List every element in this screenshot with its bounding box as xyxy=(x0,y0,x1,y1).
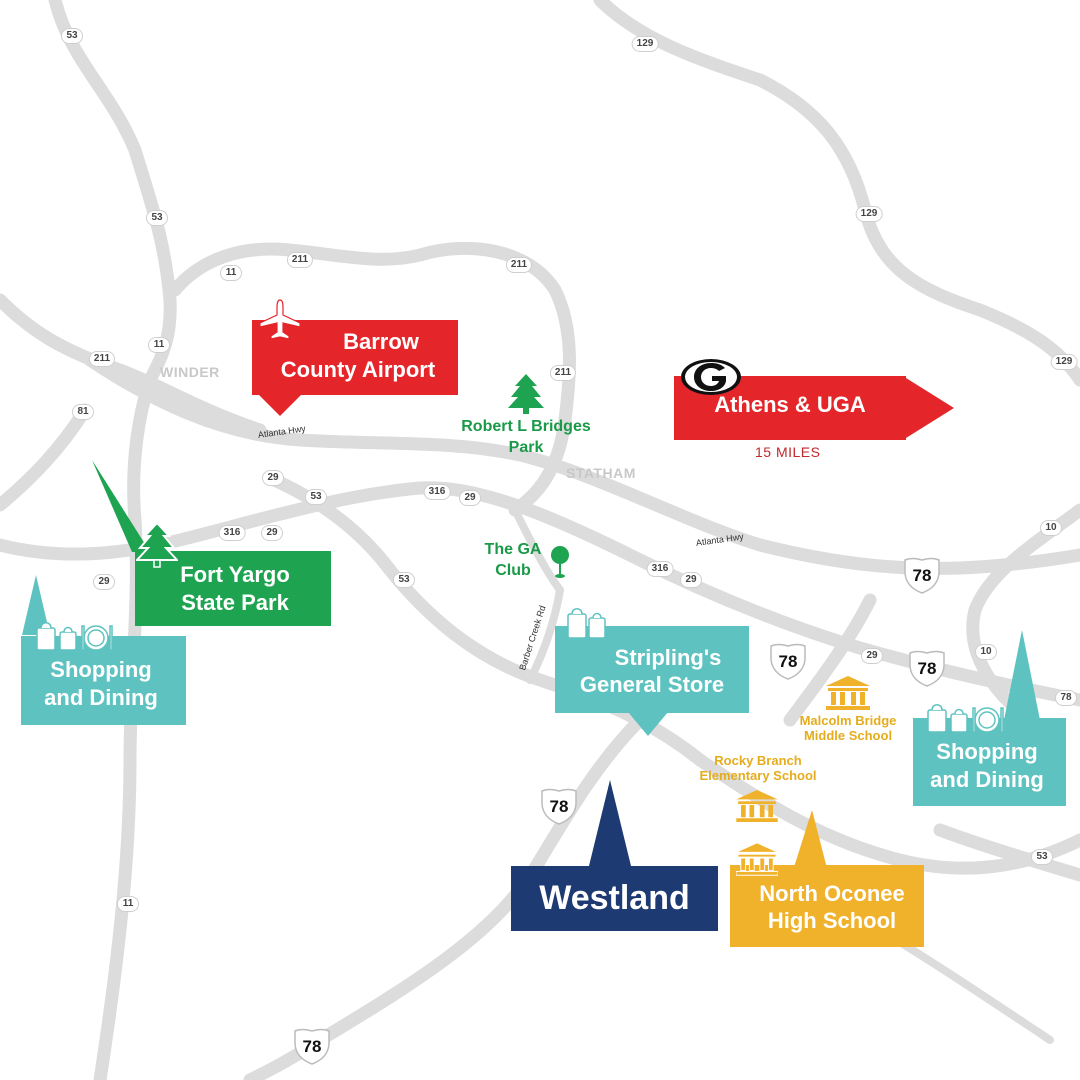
westland-callout[interactable]: Westland xyxy=(511,866,718,931)
us-78-shield: 78 xyxy=(539,786,579,826)
us-78-shield: 78 xyxy=(292,1026,332,1066)
north-oconee-pointer xyxy=(790,810,830,880)
school-icon xyxy=(826,676,870,715)
route-marker: 129 xyxy=(855,206,883,222)
airplane-icon xyxy=(258,298,302,347)
shopping-bag-icon xyxy=(925,700,1015,743)
route-marker: 29 xyxy=(261,525,283,541)
route-marker: 211 xyxy=(505,257,533,273)
rocky-branch-label[interactable]: Rocky Branch Elementary School xyxy=(699,753,817,783)
route-marker: 81 xyxy=(72,404,94,420)
westland-pointer xyxy=(588,780,632,870)
stripling-callout[interactable]: Stripling's General Store xyxy=(555,626,749,713)
shopping-left-callout[interactable]: Shopping and Dining xyxy=(21,636,186,725)
route-marker: 10 xyxy=(975,644,997,660)
town-statham: STATHAM xyxy=(566,465,636,481)
route-marker: 29 xyxy=(861,648,883,664)
route-marker: 29 xyxy=(459,490,481,506)
town-winder: WINDER xyxy=(160,364,220,380)
route-marker: 211 xyxy=(286,252,314,268)
athens-label[interactable]: Athens & UGA xyxy=(714,392,866,417)
route-marker: 29 xyxy=(680,572,702,588)
route-marker: 316 xyxy=(218,525,246,541)
tree-icon xyxy=(507,374,545,419)
route-marker: 29 xyxy=(93,574,115,590)
route-marker: 53 xyxy=(146,210,168,226)
route-marker: 316 xyxy=(646,561,674,577)
route-marker: 129 xyxy=(631,36,659,52)
tree-icon xyxy=(134,521,180,573)
route-marker: 211 xyxy=(88,351,116,367)
route-marker: 53 xyxy=(61,28,83,44)
golf-pin-icon xyxy=(550,545,570,584)
robert-park-label[interactable]: Robert L Bridges Park xyxy=(461,418,591,456)
us-78-shield: 78 xyxy=(902,555,942,595)
us-78-shield: 78 xyxy=(907,648,947,688)
route-marker: 29 xyxy=(262,470,284,486)
route-marker: 211 xyxy=(549,365,577,381)
route-marker: 11 xyxy=(148,337,170,353)
route-marker: 316 xyxy=(423,484,451,500)
shopping-bag-icon xyxy=(34,618,124,661)
route-marker: 129 xyxy=(1050,354,1078,370)
shopping-left-pointer xyxy=(22,575,50,635)
fort-yargo-callout[interactable]: Fort Yargo State Park xyxy=(135,551,331,626)
airport-pointer xyxy=(258,394,302,416)
route-marker: 53 xyxy=(305,489,327,505)
north-oconee-callout[interactable]: North Oconee High School xyxy=(730,865,924,947)
route-marker: 78 xyxy=(1055,690,1077,706)
us-78-shield: 78 xyxy=(768,641,808,681)
route-marker: 11 xyxy=(220,265,242,281)
route-marker: 11 xyxy=(117,896,139,912)
malcolm-bridge-label[interactable]: Malcolm Bridge Middle School xyxy=(799,713,897,743)
route-marker: 53 xyxy=(393,572,415,588)
airport-callout[interactable]: Barrow County Airport xyxy=(252,320,458,395)
athens-distance: 15 MILES xyxy=(755,444,821,460)
school-icon xyxy=(735,842,779,881)
airport-label-line1: Barrow xyxy=(343,329,419,354)
shopping-bag-icon xyxy=(565,606,611,647)
fort-yargo-pointer xyxy=(92,460,150,552)
shopping-right-pointer xyxy=(1004,630,1040,720)
route-marker: 53 xyxy=(1031,849,1053,865)
school-icon xyxy=(736,790,778,827)
ga-club-label[interactable]: The GA Club xyxy=(484,541,542,579)
georgia-g-logo xyxy=(679,357,743,402)
stripling-pointer xyxy=(628,712,668,736)
airport-label-line2: County Airport xyxy=(280,357,436,382)
route-marker: 10 xyxy=(1040,520,1062,536)
athens-arrow xyxy=(674,376,954,440)
